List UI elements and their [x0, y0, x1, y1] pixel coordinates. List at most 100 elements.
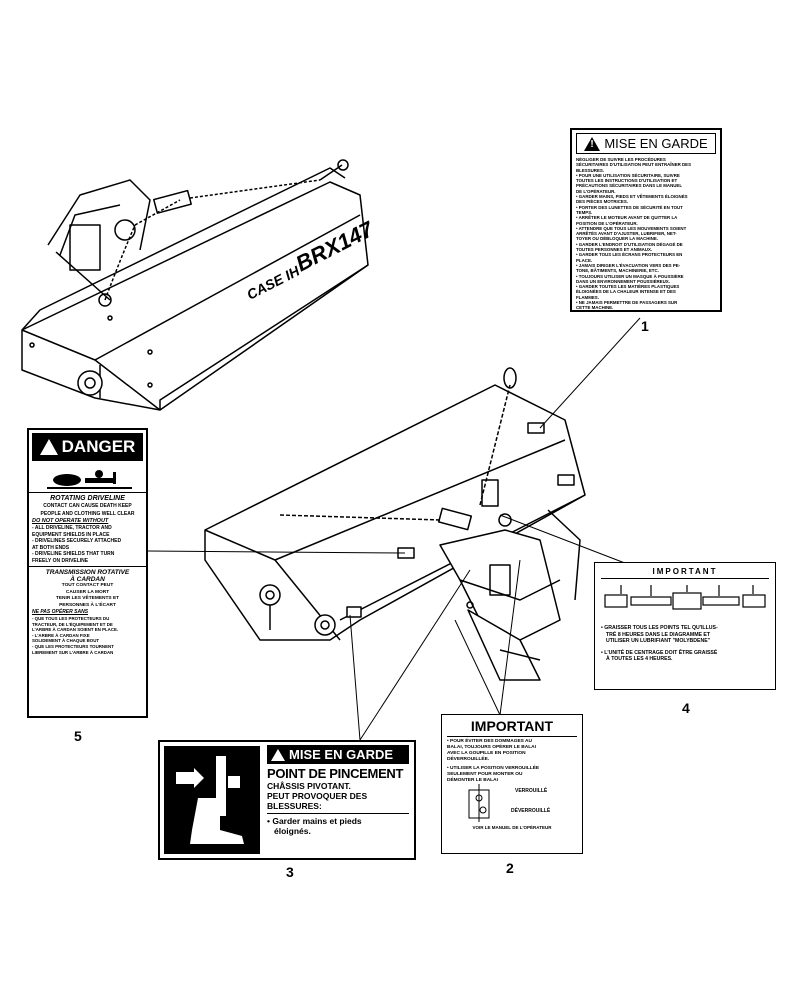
text-line: • POUR ÉVITER DES DOMMAGES AU [447, 739, 532, 744]
text-line: SEULEMENT POUR MONTER OU [447, 772, 523, 777]
text-line: • UTILISER LA POSITION VERROUILLÉE [447, 766, 540, 771]
leader-lines [147, 317, 641, 741]
text-line: • ATTENDRE QUE TOUS LES MOUVEMENTS SOIEN… [576, 225, 687, 231]
text-line: NÉGLIGER DE SUIVRE LES PROCÉDURES [576, 157, 666, 162]
text-line: DÉVERROUILLÉE. [447, 757, 490, 762]
text-line: BALAI, TOUJOURS OPÉRER LE BALAI [447, 745, 536, 750]
decal-1-mise-en-garde: MISE EN GARDE NÉGLIGER DE SUIVRE LES PRO… [570, 128, 722, 312]
driveline-grease-diagram-icon [601, 579, 769, 619]
text-line: SOLIDEMENT À CHAQUE BOUT [32, 638, 100, 644]
warning-triangle-icon [271, 748, 285, 761]
decal-4-item2: • L'UNITÉ DE CENTRAGE DOIT ÊTRE GRAISSÉ [601, 649, 718, 656]
decal-4-item1: • GRAISSER TOUS LES POINTS TEL QU'ILLUS- [601, 625, 718, 631]
text-line: - L'ARBRE À CARDAN FIXE [32, 632, 90, 638]
text-line: • POUR UNE UTILISATION SÉCURITAIRE, SUIV… [576, 172, 680, 178]
decal-4-item2b: À TOUTES LES 4 HEURES. [606, 656, 673, 663]
text-line: - QUE LES PROTECTEURS TOURNENT [32, 643, 114, 649]
pinch-point-boot-icon [176, 756, 244, 844]
text-line: LIBREMENT SUR L'ARBRE À CARDAN [32, 649, 114, 655]
decal-4-important: IMPORTANT • GRAISSER TOUS LES POINTS TEL… [594, 562, 776, 690]
text-line: - QUE TOUS LES PROTECTEURS DU [32, 616, 110, 621]
decal-2-heading: IMPORTANT [447, 718, 577, 737]
text-line: L'ARBRE À CARDAN SOIENT EN PLACE. [32, 627, 119, 633]
decal-5-en-title: ROTATING DRIVELINE [50, 495, 125, 502]
text-line: CONTACT CAN CAUSE DEATH KEEP [43, 503, 132, 509]
decal-3-title: POINT DE PINCEMENT [267, 766, 404, 781]
text-line: • GARDER TOUTES LES MATIÈRES PLASTIQUES [576, 284, 680, 290]
decal-2-number: 2 [506, 860, 514, 876]
text-line: BLESSURES: [267, 801, 322, 811]
text-line: TENIR LES VÊTEMENTS ET [55, 596, 120, 601]
decal-5-en-text: CONTACT CAN CAUSE DEATH KEEP PEOPLE AND C… [32, 502, 143, 518]
text-line: FLAMMES. [576, 294, 599, 300]
text-line: ÉLOIGNÉES DE LA CHALEUR INTENSE ET DES [576, 289, 676, 295]
text-line: TOUTES PERSONNES ET ANIMAUX. [576, 247, 653, 253]
entanglement-pictogram-icon [37, 464, 138, 492]
lower-mower [204, 367, 586, 681]
text-line: - ALL DRIVELINE, TRACTOR AND [32, 525, 112, 531]
decal-5-header: DANGER [32, 433, 143, 461]
warning-triangle-icon [584, 136, 601, 151]
text-line: CHÂSSIS PIVOTANT. [267, 781, 351, 791]
text-line: ARRÊTÉS AVANT D'AJUSTER, LUBRIFIER, NET- [576, 231, 677, 237]
decal-2-label-locked: VERROUILLÉ [515, 788, 548, 794]
text-line: - DRIVELINE SHIELDS THAT TURN [32, 551, 115, 557]
decal-3-pictogram-panel [164, 746, 260, 854]
text-line: DANS UN ENVIRONNEMENT POUSSIÉREUX. [576, 278, 670, 284]
text-line: CETTE MACHINE. [576, 305, 614, 311]
text-line: TOYER OU DÉBLOQUER LA MACHINE. [576, 236, 658, 242]
text-line: EQUIPMENT SHIELDS IN PLACE [32, 531, 110, 538]
decal-1-heading: MISE EN GARDE [604, 136, 708, 151]
decal-4-item1c: UTILISER UN LUBRIFIANT "MOLYBDENE" [606, 638, 711, 645]
decal-3-heading: MISE EN GARDE [289, 747, 394, 762]
text-line: • GARDER TOUS LES ÉCRANS PROTECTEURS EN [576, 252, 683, 258]
text-line: DÉMONTER LE BALAI [447, 778, 498, 783]
text-line: PRÉCAUTIONS SÉCURITAIRES DANS LE MANUEL [576, 183, 683, 189]
decal-3-bullet2: éloignés. [274, 826, 311, 836]
text-line: • JAMAIS DIRIGER L'ÉVACUATION VERS DES P… [576, 262, 681, 268]
text-line: POSITION DE L'OPÉRATEUR. [576, 220, 638, 226]
text-line: SÉCURITAIRES D'UTILISATION PEUT ENTRAÎNE… [576, 162, 692, 168]
text-line: PEUT PROVOQUER DES [267, 791, 368, 801]
decal-1-number: 1 [641, 318, 649, 334]
text-line: BLESSURES. [576, 167, 605, 173]
decal-3-bullet1: • Garder mains et pieds [267, 816, 362, 826]
text-line: TEMPS. [576, 209, 593, 215]
decal-3-number: 3 [286, 864, 294, 880]
upper-mower [21, 159, 369, 411]
text-line: DES PIÈCES MOTRICES. [576, 199, 628, 205]
text-line: • TOUJOURS UTILISER UN MASQUE À POUSSIÈR… [576, 273, 684, 279]
decal-4-number: 4 [682, 700, 690, 716]
text-line: CAUSER LA MORT [65, 589, 110, 595]
text-line: TRACTEUR, DE L'ÉQUIPEMENT ET DE [32, 621, 113, 627]
decal-5-fr-title1: TRANSMISSION ROTATIVE [45, 569, 130, 576]
decal-5-number: 5 [74, 728, 82, 744]
text-line: AT BOTH ENDS [32, 544, 70, 551]
text-line: • ARRÊTER LE MOTEUR AVANT DE QUITTER LA [576, 215, 678, 221]
text-line: PEOPLE AND CLOTHING WELL CLEAR [40, 511, 135, 517]
decal-5-en-subtitle: DO NOT OPERATE WITHOUT [32, 518, 109, 524]
text-line: TOUTES LES INSTRUCTIONS D'UTILISATION ET [576, 178, 678, 184]
decal-5-heading: DANGER [61, 437, 136, 456]
text-line: TOUT CONTACT PEUT [61, 583, 114, 588]
decal-3-pinch-point: MISE EN GARDE POINT DE PINCEMENT CHÂSSIS… [158, 740, 416, 860]
decal-2-footer: VOIR LE MANUEL DE L'OPÉRATEUR [472, 825, 552, 830]
lock-pin-diagram-icon [468, 784, 490, 822]
text-line: • GARDER L'ENDROIT D'UTILISATION DÉGAGÉ … [576, 241, 683, 247]
text-line: PLACE. [576, 257, 593, 263]
text-line: • GARDER MAINS, PIEDS ET VÊTEMENTS ÉLOIG… [576, 194, 688, 200]
text-line: AVEC LA GOUPILLE EN POSITION [447, 751, 526, 756]
decal-1-header: MISE EN GARDE [576, 133, 716, 154]
decal-5-fr-subtitle: NE PAS OPÉRER SANS [32, 609, 89, 615]
text-line: FREELY ON DRIVELINE [32, 557, 89, 564]
decal-5-danger: DANGER ROTATING DRIVELINE CONTACT CAN CA… [27, 428, 148, 718]
decal-3-header: MISE EN GARDE [267, 745, 409, 764]
text-line: DE L'OPÉRATEUR. [576, 188, 616, 194]
